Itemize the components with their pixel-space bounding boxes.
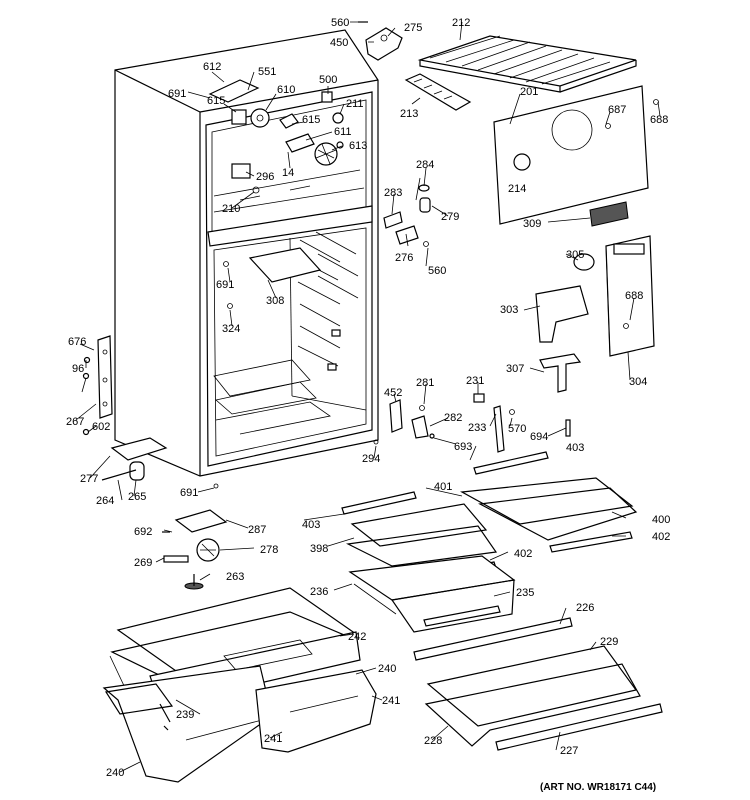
evaporator-cover bbox=[493, 85, 659, 227]
callout-label: 602 bbox=[92, 421, 110, 433]
callout-label: 615 bbox=[302, 114, 320, 126]
callout-label: 308 bbox=[266, 295, 284, 307]
callout-label: 241 bbox=[382, 695, 400, 707]
fan-motor-assembly bbox=[208, 79, 344, 194]
callout-label: 560 bbox=[428, 265, 446, 277]
callout-label: 233 bbox=[468, 422, 486, 434]
callout-label: 201 bbox=[520, 86, 538, 98]
callout-label: 287 bbox=[248, 524, 266, 536]
callout-label: 284 bbox=[416, 159, 434, 171]
callout-label: 612 bbox=[203, 61, 221, 73]
callout-label: 283 bbox=[384, 187, 402, 199]
callout-label: 229 bbox=[600, 636, 618, 648]
callout-label: 282 bbox=[444, 412, 462, 424]
callout-label: 398 bbox=[310, 543, 328, 555]
callout-label: 307 bbox=[506, 363, 524, 375]
callout-label: 693 bbox=[454, 441, 472, 453]
callout-label: 615 bbox=[207, 95, 225, 107]
callout-label: 213 bbox=[400, 108, 418, 120]
lower-shelf bbox=[413, 617, 663, 751]
lower-hinge-parts bbox=[82, 335, 228, 590]
callout-label: 269 bbox=[134, 557, 152, 569]
callout-label: 687 bbox=[608, 104, 626, 116]
callout-label: 500 bbox=[319, 74, 337, 86]
callout-label: 265 bbox=[128, 491, 146, 503]
crisper-drawers bbox=[102, 665, 377, 783]
center-hardware bbox=[389, 393, 571, 453]
air-duct bbox=[535, 235, 655, 393]
callout-label: 240 bbox=[378, 663, 396, 675]
callout-label: 241 bbox=[264, 733, 282, 745]
callout-label: 613 bbox=[349, 140, 367, 152]
callout-label: 450 bbox=[330, 37, 348, 49]
callout-label: 309 bbox=[523, 218, 541, 230]
callout-label: 324 bbox=[222, 323, 240, 335]
callout-label: 691 bbox=[180, 487, 198, 499]
leader-lines bbox=[75, 21, 661, 773]
callout-label: 96 bbox=[72, 363, 84, 375]
callout-label: 305 bbox=[566, 249, 584, 261]
callout-label: 228 bbox=[424, 735, 442, 747]
callout-label: 452 bbox=[384, 387, 402, 399]
callout-label: 276 bbox=[395, 252, 413, 264]
callout-label: 239 bbox=[176, 709, 194, 721]
callout-label: 267 bbox=[66, 416, 84, 428]
callout-label: 402 bbox=[652, 531, 670, 543]
callout-label: 694 bbox=[530, 431, 548, 443]
callout-label: 210 bbox=[222, 203, 240, 215]
hinge-cover bbox=[358, 21, 403, 61]
callout-label: 400 bbox=[652, 514, 670, 526]
callout-label: 676 bbox=[68, 336, 86, 348]
callout-label: 227 bbox=[560, 745, 578, 757]
callout-label: 551 bbox=[258, 66, 276, 78]
callout-label: 402 bbox=[514, 548, 532, 560]
callout-label: 610 bbox=[277, 84, 295, 96]
callout-label: 278 bbox=[260, 544, 278, 556]
refrigerator-cabinet bbox=[114, 29, 379, 489]
callout-label: 403 bbox=[566, 442, 584, 454]
callout-label: 692 bbox=[134, 526, 152, 538]
callout-label: 294 bbox=[362, 453, 380, 465]
callout-label: 231 bbox=[466, 375, 484, 387]
callout-label: 242 bbox=[348, 631, 366, 643]
callout-label: 279 bbox=[441, 211, 459, 223]
callout-label: 211 bbox=[346, 98, 364, 110]
callout-label: 264 bbox=[96, 495, 114, 507]
freezer-shelf bbox=[248, 247, 322, 283]
callout-label: 303 bbox=[500, 304, 518, 316]
ice-tray bbox=[404, 73, 472, 111]
callout-label: 212 bbox=[452, 17, 470, 29]
callout-label: 296 bbox=[256, 171, 274, 183]
callout-label: 570 bbox=[508, 423, 526, 435]
callout-label: 688 bbox=[625, 290, 643, 302]
callout-label: 560 bbox=[331, 17, 349, 29]
callout-label: 14 bbox=[282, 167, 294, 179]
damper-parts bbox=[383, 184, 431, 247]
callout-label: 226 bbox=[576, 602, 594, 614]
callout-label: 304 bbox=[629, 376, 647, 388]
callout-label: 611 bbox=[334, 126, 352, 138]
callout-label: 235 bbox=[516, 587, 534, 599]
callout-label: 281 bbox=[416, 377, 434, 389]
callout-label: 263 bbox=[226, 571, 244, 583]
callout-label: 277 bbox=[80, 473, 98, 485]
callout-label: 688 bbox=[650, 114, 668, 126]
callout-label: 401 bbox=[434, 481, 452, 493]
callout-label: 240 bbox=[106, 767, 124, 779]
callout-labels: 560 275 212 450 612 551 691 615 610 500 … bbox=[66, 17, 670, 779]
callout-label: 275 bbox=[404, 22, 422, 34]
freezer-shelf-rack bbox=[417, 35, 637, 93]
callout-label: 236 bbox=[310, 586, 328, 598]
callout-label: 214 bbox=[508, 183, 526, 195]
callout-label: 691 bbox=[168, 88, 186, 100]
shelf-rails bbox=[295, 231, 359, 371]
art-number: (ART NO. WR18171 C44) bbox=[540, 782, 656, 793]
callout-label: 403 bbox=[302, 519, 320, 531]
crisper-pan bbox=[348, 555, 516, 633]
callout-label: 691 bbox=[216, 279, 234, 291]
